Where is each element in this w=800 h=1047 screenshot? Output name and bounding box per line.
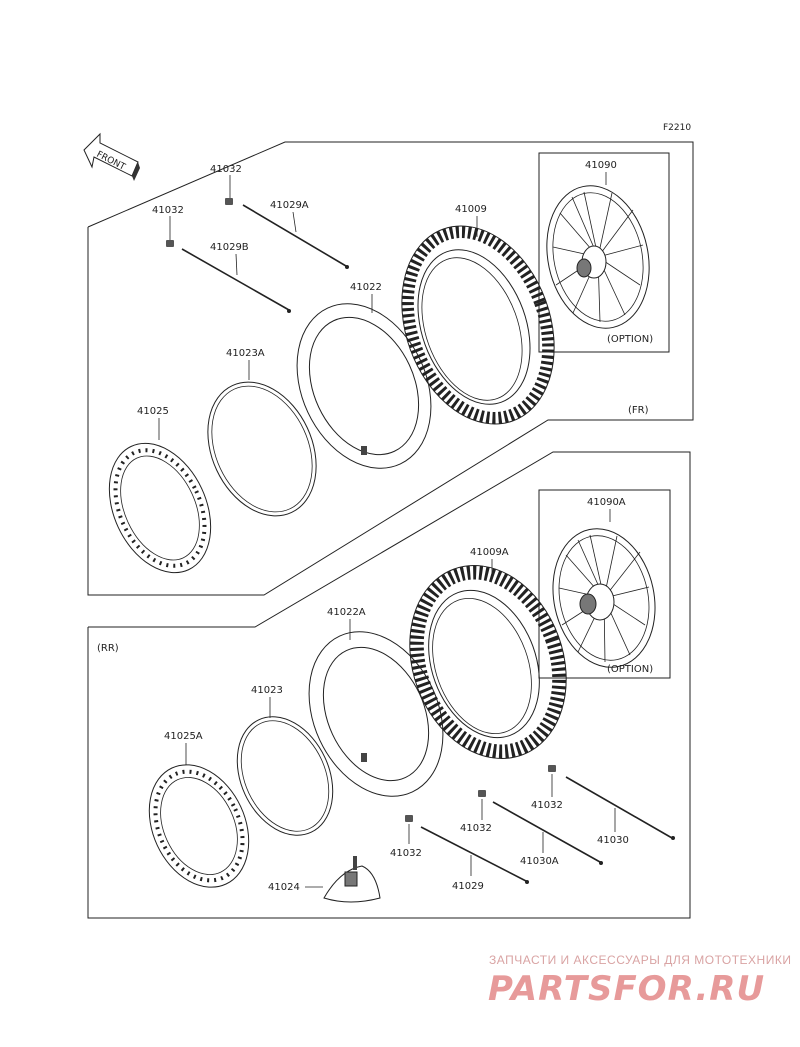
label-41032-d: 41032: [460, 823, 492, 834]
spoke-41030: [565, 776, 673, 839]
label-41029A: 41029A: [270, 200, 309, 211]
label-41032-a: 41032: [210, 164, 242, 175]
rear-section-frame: [87, 451, 691, 919]
spoke-41029: [420, 826, 527, 882]
watermark-logo: PARTSFOR.RU: [488, 969, 765, 1009]
nipple-icon: [548, 765, 556, 772]
nipple-icon: [225, 198, 233, 205]
spoke-41029A: [242, 204, 347, 267]
option-label-rear: (OPTION): [607, 664, 653, 675]
label-41030: 41030: [597, 835, 629, 846]
label-41032-c: 41032: [531, 800, 563, 811]
label-41029B: 41029B: [210, 242, 249, 253]
front-section-frame: [87, 141, 694, 596]
front-rim: [108, 442, 212, 574]
label-41023: 41023: [251, 685, 283, 696]
nipple-icon: [166, 240, 174, 247]
front-tire: [401, 225, 555, 425]
label-41009A: 41009A: [470, 547, 509, 558]
label-41024: 41024: [268, 882, 300, 893]
nipple-icon: [405, 815, 413, 822]
label-41090A: 41090A: [587, 497, 626, 508]
front-option-box: [538, 152, 670, 353]
label-41025A: 41025A: [164, 731, 203, 742]
label-41090: 41090: [585, 160, 617, 171]
section-rear-label: (RR): [97, 643, 119, 654]
spoke-41029B: [181, 248, 290, 311]
spoke-41030A: [492, 801, 601, 863]
watermark-tagline: ЗАПЧАСТИ И АКСЕССУАРЫ ДЛЯ МОТОТЕХНИКИ: [489, 953, 791, 967]
front-rim-band: [207, 381, 317, 517]
section-front-label: (FR): [628, 405, 649, 416]
rear-option-box: [538, 489, 671, 679]
label-41030A: 41030A: [520, 856, 559, 867]
rear-rim-band: [236, 716, 334, 836]
rear-tire: [409, 564, 567, 760]
rim-lock-icon: [323, 856, 381, 903]
front-arrow-icon: FRONT: [83, 132, 140, 181]
label-41025: 41025: [137, 406, 169, 417]
front-wheel: [546, 185, 650, 329]
nipple-icon: [478, 790, 486, 797]
rear-rim: [148, 764, 250, 888]
label-41009: 41009: [455, 204, 487, 215]
rear-tube: [308, 631, 444, 797]
label-41032-e: 41032: [390, 848, 422, 859]
label-41022A: 41022A: [327, 607, 366, 618]
front-tube: [296, 303, 432, 469]
label-41029: 41029: [452, 881, 484, 892]
label-41023A: 41023A: [226, 348, 265, 359]
figure-code: F2210: [663, 123, 691, 133]
label-41032-b: 41032: [152, 205, 184, 216]
option-label-front: (OPTION): [607, 334, 653, 345]
rear-wheel: [552, 528, 656, 668]
label-41022: 41022: [350, 282, 382, 293]
